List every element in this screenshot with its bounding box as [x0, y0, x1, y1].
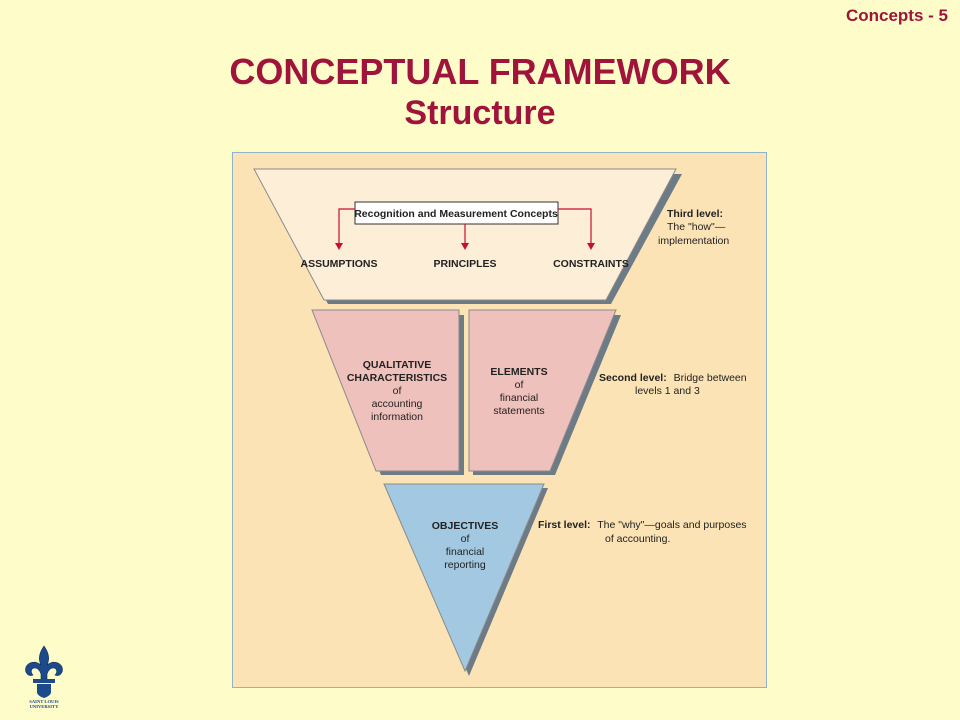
principles-label: PRINCIPLES — [433, 258, 496, 270]
connector-arrows — [338, 208, 592, 245]
title-line-1: CONCEPTUAL FRAMEWORK — [229, 51, 731, 92]
recognition-label: Recognition and Measurement Concepts — [354, 208, 558, 220]
saint-louis-university-logo: SAINT LOUIS UNIVERSITY — [25, 645, 63, 709]
second-level-note-title: Second level: — [599, 372, 667, 384]
elements-line-2: of — [515, 379, 524, 391]
objectives-line-2: of — [461, 533, 470, 545]
logo-text-1: SAINT LOUIS — [29, 699, 59, 704]
qualitative-line-5: information — [371, 411, 423, 423]
third-level-note-line-2: The "how"— — [667, 221, 726, 233]
objectives-line-3: financial — [446, 546, 485, 558]
second-level-note-line-2: levels 1 and 3 — [635, 385, 700, 397]
second-level-note: Second level: Bridge between — [599, 372, 747, 384]
objectives-shape — [383, 483, 545, 673]
qualitative-line-1: QUALITATIVE — [363, 359, 431, 371]
elements-line-4: statements — [493, 405, 544, 417]
arrow-heads — [335, 243, 595, 250]
first-level-note: First level: The "why"—goals and purpose… — [538, 519, 747, 531]
slide-number: Concepts - 5 — [845, 6, 948, 25]
first-level-note-title: First level: — [538, 519, 591, 531]
fleur-de-lis-icon — [25, 645, 63, 680]
elements-shape — [468, 309, 617, 472]
first-level-note-rest: The "why"—goals and purposes — [597, 519, 746, 531]
qualitative-line-2: CHARACTERISTICS — [347, 372, 447, 384]
elements-line-1: ELEMENTS — [490, 366, 547, 378]
first-level-note-line-2: of accounting. — [605, 533, 670, 545]
third-level-note-title: Third level: — [667, 208, 723, 220]
assumptions-label: ASSUMPTIONS — [300, 258, 377, 270]
title-line-2: Structure — [404, 94, 556, 133]
framework-diagram: Recognition and Measurement Concepts ASS… — [232, 152, 767, 688]
objectives-line-4: reporting — [444, 559, 486, 571]
framework-svg: Recognition and Measurement Concepts ASS… — [253, 168, 747, 676]
qualitative-line-4: accounting — [372, 398, 423, 410]
qualitative-line-3: of — [393, 385, 402, 397]
page-title: CONCEPTUAL FRAMEWORK Structure — [0, 50, 960, 134]
logo-shield-icon — [37, 684, 51, 698]
constraints-label: CONSTRAINTS — [553, 258, 629, 270]
third-level-note-line-3: implementation — [658, 235, 729, 247]
objectives-line-1: OBJECTIVES — [432, 520, 499, 532]
elements-line-3: financial — [500, 392, 539, 404]
second-level-note-rest: Bridge between — [674, 372, 747, 384]
logo-text-2: UNIVERSITY — [30, 704, 60, 709]
logo-band — [33, 679, 55, 683]
recognition-box — [354, 201, 559, 225]
qualitative-shape — [311, 309, 460, 472]
